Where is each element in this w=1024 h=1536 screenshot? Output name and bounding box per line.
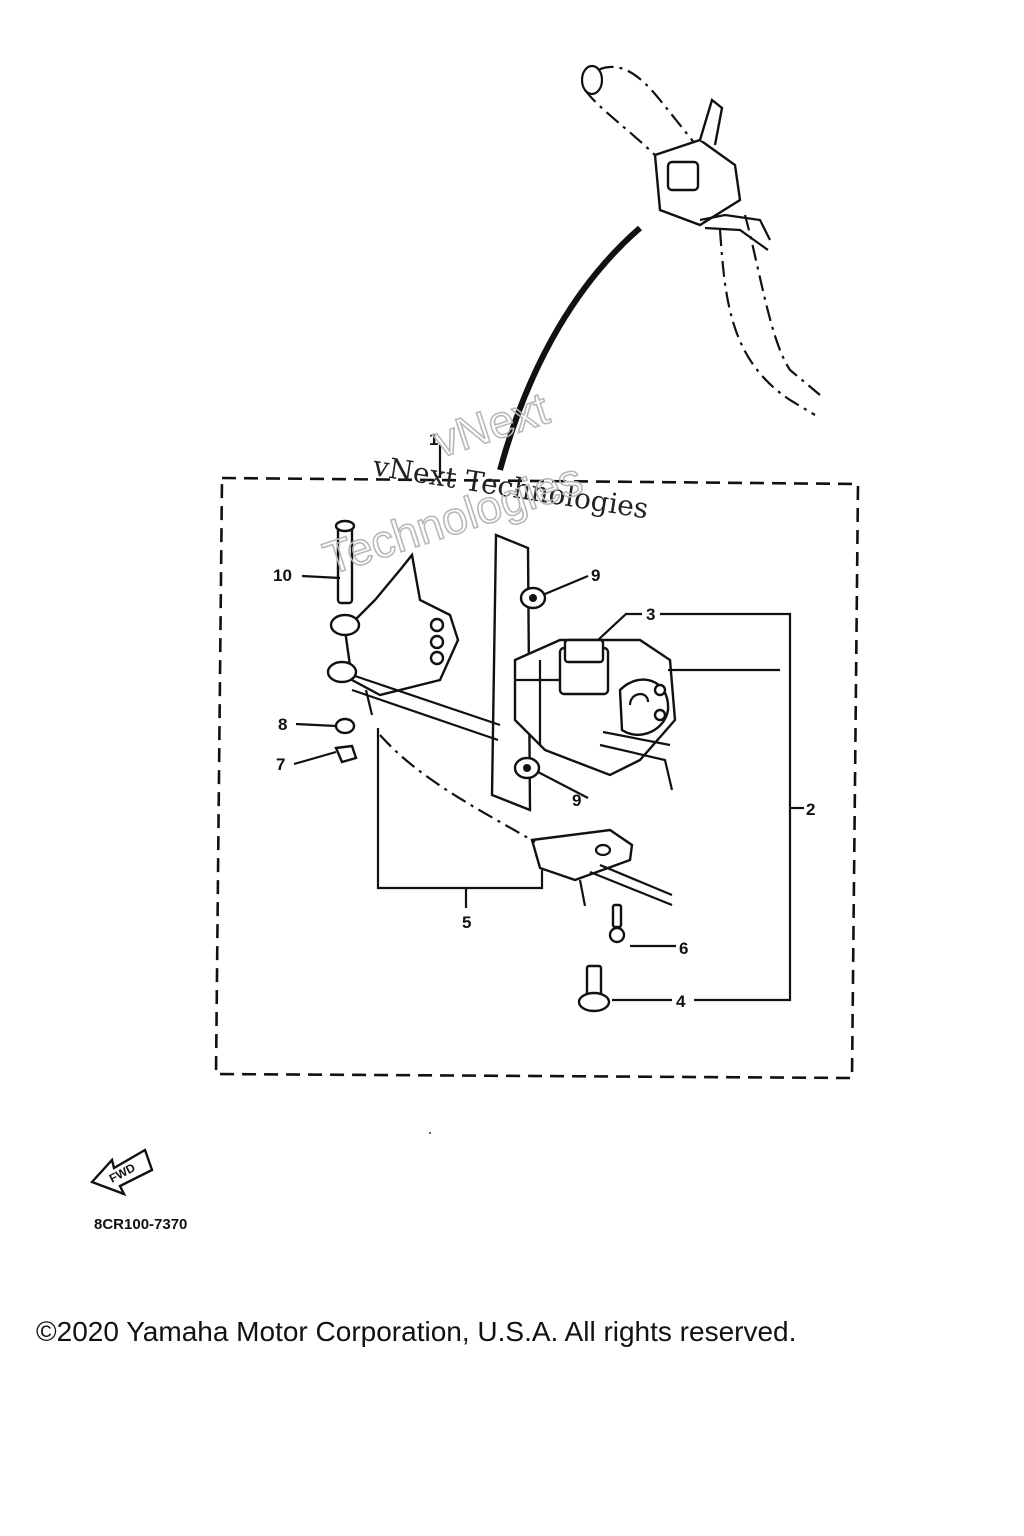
mounting-plate [490, 533, 532, 812]
switch-part-5 [530, 828, 673, 907]
callout-3: 3 [646, 605, 655, 624]
grommet-part-9-upper [519, 586, 547, 610]
fwd-arrow-icon: FWD [89, 1148, 154, 1197]
lever-bracket [326, 552, 501, 742]
copyright-notice: ©2020 Yamaha Motor Corporation, U.S.A. A… [36, 1316, 797, 1347]
callout-9-upper: 9 [591, 566, 600, 585]
callout-8: 8 [278, 715, 287, 734]
nut-part-7 [334, 744, 358, 764]
washer-part-8 [334, 717, 356, 735]
switch-cable [379, 734, 536, 843]
assembly-boundary [214, 476, 860, 1080]
bolt-part-4 [577, 964, 611, 1013]
screw-part-6 [608, 903, 626, 944]
callout-10: 10 [273, 566, 292, 585]
callout-9-lower: 9 [572, 791, 581, 810]
handlebar-outline [580, 64, 821, 416]
diagram-code: 8CR100-7370 [94, 1216, 187, 1233]
bolt-part-10 [334, 519, 356, 605]
throttle-cable [497, 225, 642, 471]
watermark: vNext Technologies vNext Technologies [316, 381, 651, 585]
callout-6: 6 [679, 939, 688, 958]
callout-2: 2 [806, 800, 815, 819]
throttle-housing [653, 97, 771, 251]
callout-1: 1 [429, 430, 438, 449]
watermark-line-a: vNext [427, 382, 555, 468]
callout-4: 4 [676, 992, 686, 1011]
switch-body-part-3 [513, 638, 677, 791]
callout-leaders [293, 445, 804, 1002]
grommet-part-9-lower [513, 756, 541, 780]
callout-5: 5 [462, 913, 471, 932]
callout-7: 7 [276, 755, 285, 774]
